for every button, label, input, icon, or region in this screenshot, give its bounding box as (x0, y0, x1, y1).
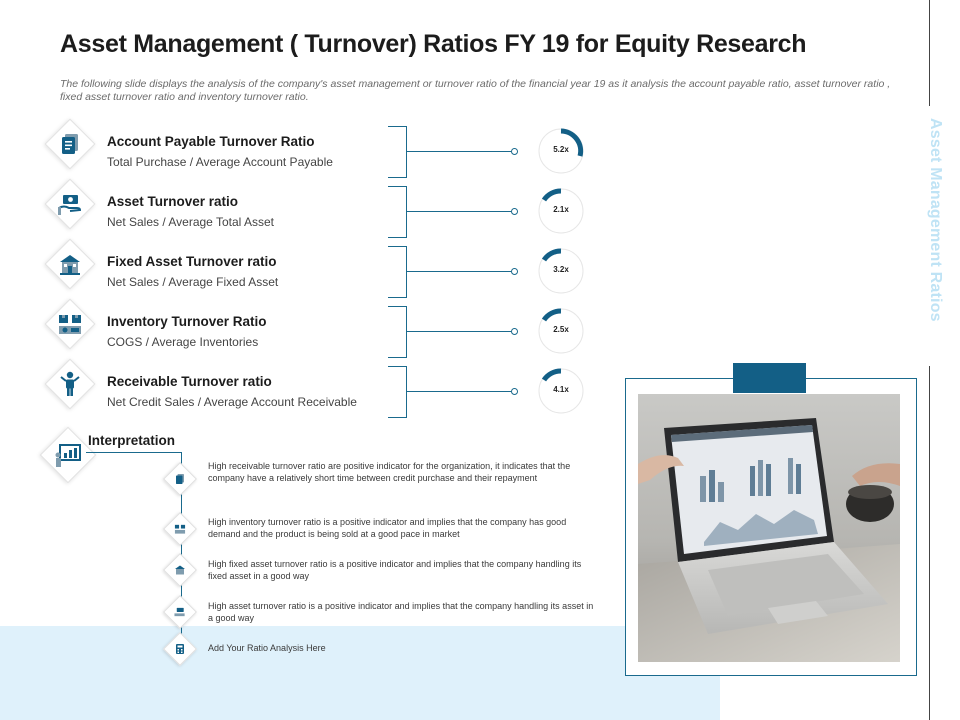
ratio-gauge: 4.1x (536, 366, 586, 416)
ratio-value: 2.5x (553, 325, 569, 334)
ratio-bracket (388, 126, 407, 178)
ratio-value: 2.1x (553, 205, 569, 214)
interpretation-point: High receivable turnover ratio are posit… (208, 461, 571, 484)
interpretation-title: Interpretation (88, 433, 176, 448)
money-hand-icon (170, 602, 190, 622)
ratio-gauge: 5.2x (536, 126, 586, 176)
background-band (0, 626, 720, 720)
person-icon (44, 358, 96, 410)
ratio-formula: COGS / Average Inventories (107, 335, 259, 349)
ratio-connector-dot (511, 148, 518, 155)
ratio-connector-dot (511, 268, 518, 275)
ratio-formula: Net Credit Sales / Average Account Recei… (107, 395, 357, 409)
ratio-bracket (388, 246, 407, 298)
ratio-connector (407, 271, 511, 272)
ratio-title: Asset Turnover ratio (107, 194, 239, 209)
document-icon (170, 469, 190, 489)
ratio-value: 4.1x (553, 385, 569, 394)
ratio-connector-dot (511, 388, 518, 395)
boxes-icon (170, 519, 190, 539)
money-hand-icon (44, 178, 96, 230)
ratio-bracket (388, 306, 407, 358)
ratio-title: Inventory Turnover Ratio (107, 314, 267, 329)
page-title: Asset Management ( Turnover) Ratios FY 1… (60, 30, 807, 58)
ratio-connector (407, 391, 511, 392)
ratio-title: Receivable Turnover ratio (107, 374, 272, 389)
interpretation-point: High asset turnover ratio is a positive … (208, 601, 594, 624)
page-subtitle: The following slide displays the analysi… (60, 78, 891, 103)
photo-tab (733, 363, 806, 393)
ratio-connector-dot (511, 208, 518, 215)
ratio-gauge: 2.5x (536, 306, 586, 356)
interpretation-point: High fixed asset turnover ratio is a pos… (208, 559, 582, 582)
ratio-value: 5.2x (553, 145, 569, 154)
ratio-gauge: 2.1x (536, 186, 586, 236)
boxes-icon (44, 298, 96, 350)
laptop-photo (638, 394, 900, 662)
ratio-connector (407, 151, 511, 152)
interpretation-connector (86, 452, 182, 453)
ratio-title: Account Payable Turnover Ratio (107, 134, 315, 149)
chart-board-icon (40, 428, 96, 484)
ratio-formula: Net Sales / Average Fixed Asset (107, 275, 279, 289)
ratio-connector (407, 211, 511, 212)
building-icon (44, 238, 96, 290)
interpretation-point: High inventory turnover ratio is a posit… (208, 517, 567, 540)
side-divider-bottom (929, 366, 930, 720)
building-icon (170, 560, 190, 580)
ratio-connector-dot (511, 328, 518, 335)
calculator-icon (170, 639, 190, 659)
ratio-gauge: 3.2x (536, 246, 586, 296)
ratio-connector (407, 331, 511, 332)
interpretation-timeline (181, 452, 182, 648)
ratio-value: 3.2x (553, 265, 569, 274)
ratio-bracket (388, 366, 407, 418)
side-divider-top (929, 0, 930, 106)
interpretation-point: Add Your Ratio Analysis Here (208, 643, 326, 653)
document-icon (44, 118, 96, 170)
ratio-formula: Net Sales / Average Total Asset (107, 215, 274, 229)
ratio-formula: Total Purchase / Average Account Payable (107, 155, 333, 169)
ratio-bracket (388, 186, 407, 238)
ratio-title: Fixed Asset Turnover ratio (107, 254, 277, 269)
side-label: Asset Management Ratios (927, 118, 944, 322)
